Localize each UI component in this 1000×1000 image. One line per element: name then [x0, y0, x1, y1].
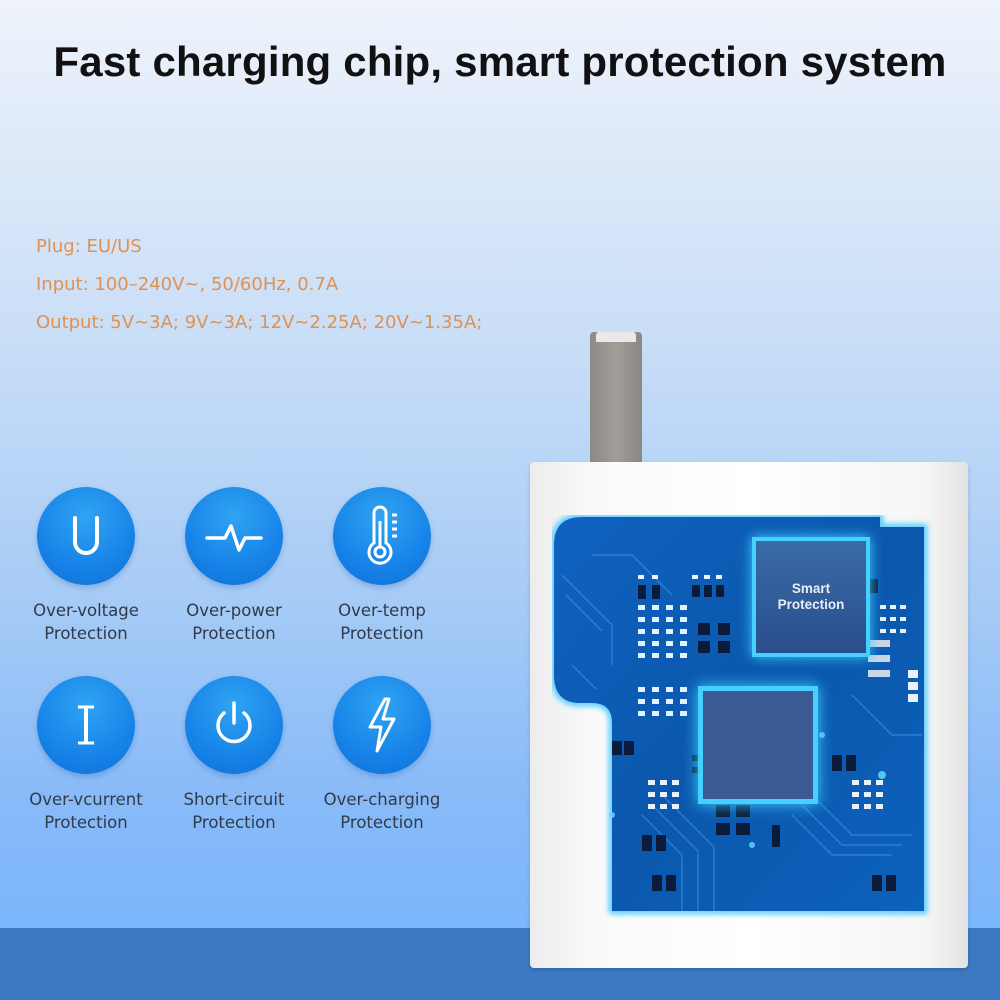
- chip-label-line1: Smart: [791, 581, 831, 596]
- current-i-icon: [37, 676, 135, 774]
- spec-input: Input: 100–240V~, 50/60Hz, 0.7A: [36, 274, 339, 295]
- thermometer-icon: [333, 487, 431, 585]
- feature-sublabel: Protection: [44, 624, 128, 643]
- feature-label: Over-power: [186, 601, 282, 620]
- chip-label-line2: Protection: [777, 597, 845, 612]
- feature-label: Over-temp: [338, 601, 426, 620]
- feature-sublabel: Protection: [340, 624, 424, 643]
- feature-sublabel: Protection: [192, 813, 276, 832]
- feature-label: Over-charging: [323, 790, 441, 809]
- smart-protection-chip: Smart Protection: [752, 537, 870, 657]
- feature-label: Over-voltage: [33, 601, 139, 620]
- spec-list: Plug: EU/US Input: 100–240V~, 50/60Hz, 0…: [36, 228, 482, 342]
- voltage-u-icon: [37, 487, 135, 585]
- spec-output: Output: 5V~3A; 9V~3A; 12V~2.25A; 20V~1.3…: [36, 312, 483, 333]
- main-chip: [698, 686, 818, 804]
- charger-prong: [590, 332, 642, 462]
- feature-sublabel: Protection: [44, 813, 128, 832]
- charger-prong-tip: [596, 332, 636, 342]
- feature-sublabel: Protection: [192, 624, 276, 643]
- feature-label: Short-circuit: [183, 790, 285, 809]
- feature-sublabel: Protection: [340, 813, 424, 832]
- page-title: Fast charging chip, smart protection sys…: [53, 38, 947, 85]
- power-icon: [185, 676, 283, 774]
- feature-label: Over-vcurrent: [29, 790, 143, 809]
- lightning-bolt-icon: [333, 676, 431, 774]
- spec-plug: Plug: EU/US: [36, 236, 142, 257]
- pulse-wave-icon: [185, 487, 283, 585]
